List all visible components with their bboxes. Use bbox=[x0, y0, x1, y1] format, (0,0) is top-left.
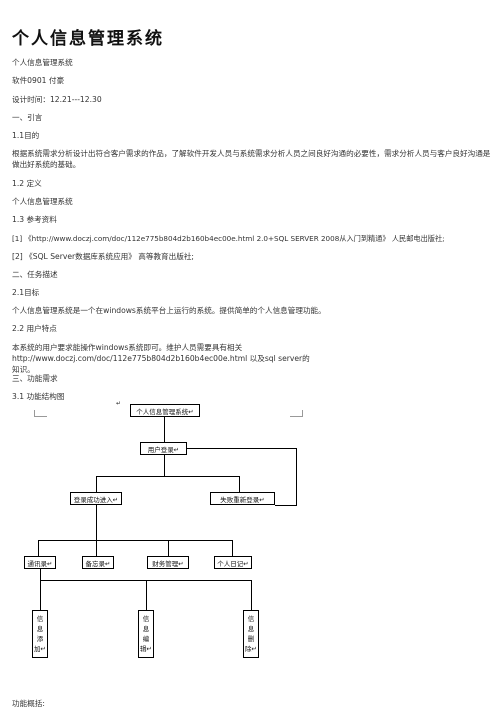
info-add-char: 信 bbox=[36, 615, 44, 623]
function-structure-diagram: ↵ 个人信息管理系统↵ 用户登录↵ 登录成功进入↵ 失败重新登录↵ 通讯录↵ 备… bbox=[20, 392, 310, 684]
doc-line-date: 设计时间：12.21---12.30 bbox=[12, 95, 102, 104]
subsection-heading-user: 2.2 用户特点 bbox=[12, 324, 57, 333]
connector bbox=[164, 417, 165, 442]
section-heading-task: 二、任务描述 bbox=[12, 270, 58, 279]
info-add-char: 息 bbox=[36, 625, 44, 633]
info-edit-char: 编 bbox=[142, 635, 150, 643]
subsection-heading-structure: 3.1 功能结构图 bbox=[12, 392, 65, 401]
connector bbox=[168, 540, 169, 556]
connector bbox=[38, 540, 233, 541]
paragraph-goal: 个人信息管理系统是一个在windows系统平台上运行的系统。提供简单的个人信息管… bbox=[12, 306, 326, 315]
info-add-char: 添 bbox=[36, 635, 44, 643]
diary-node: 个人日记↵ bbox=[214, 556, 252, 569]
document-title: 个人信息管理系统 bbox=[12, 29, 164, 49]
connector bbox=[232, 540, 233, 556]
connector bbox=[96, 505, 97, 540]
section-heading-function: 三、功能需求 bbox=[12, 374, 58, 383]
info-delete-char: 除↵ bbox=[245, 645, 257, 653]
subsection-heading-goal: 2.1目标 bbox=[12, 288, 40, 297]
connector bbox=[96, 476, 97, 492]
margin-corner-right bbox=[290, 410, 303, 417]
login-success-node: 登录成功进入↵ bbox=[70, 492, 122, 505]
subsection-heading-summary: 功能概括: bbox=[12, 699, 45, 708]
subsection-heading-definition: 1.2 定义 bbox=[12, 179, 42, 188]
info-edit-char: 信 bbox=[142, 615, 150, 623]
paragraph-purpose: 根据系统需求分析设计出符合客户需求的作品，了解软件开发人员与系统需求分析人员之间… bbox=[12, 149, 491, 169]
retry-connector bbox=[296, 448, 297, 505]
info-edit-node: 信 息 编 辑↵ bbox=[138, 610, 154, 658]
retry-connector bbox=[275, 505, 297, 506]
root-node: 个人信息管理系统↵ bbox=[130, 404, 200, 417]
subsection-heading-purpose: 1.1目的 bbox=[12, 131, 40, 140]
info-delete-char: 删 bbox=[247, 635, 255, 643]
subsection-heading-references: 1.3 参考资料 bbox=[12, 215, 57, 224]
login-node: 用户登录↵ bbox=[140, 442, 187, 455]
margin-corner-left bbox=[34, 410, 47, 417]
connector bbox=[96, 476, 240, 477]
connector bbox=[146, 580, 147, 610]
connector bbox=[239, 476, 240, 492]
contacts-node: 通讯录↵ bbox=[24, 556, 56, 569]
memo-node: 备忘录↵ bbox=[82, 556, 114, 569]
paragraph-marker: ↵ bbox=[116, 400, 122, 407]
connector bbox=[38, 540, 39, 556]
paragraph-user: 本系统的用户要求能操作windows系统即可。维护人员需要具有相关http://… bbox=[12, 343, 310, 374]
connector bbox=[164, 455, 165, 476]
connector bbox=[40, 580, 41, 610]
info-add-node: 信 息 添 加↵ bbox=[32, 610, 48, 658]
doc-line-subtitle: 个人信息管理系统 bbox=[12, 58, 73, 67]
connector bbox=[251, 580, 252, 610]
doc-line-author: 软件0901 付豪 bbox=[12, 76, 65, 85]
finance-node: 财务管理↵ bbox=[147, 556, 189, 569]
info-add-char: 加↵ bbox=[34, 645, 46, 653]
connector bbox=[96, 540, 97, 556]
info-edit-char: 辑↵ bbox=[140, 645, 152, 653]
retry-connector bbox=[187, 448, 297, 449]
paragraph-definition: 个人信息管理系统 bbox=[12, 197, 73, 206]
login-fail-node: 失败重新登录↵ bbox=[210, 492, 275, 505]
reference-item-1: [1] 《http://www.doczj.com/doc/112e775b80… bbox=[12, 234, 445, 243]
info-delete-char: 信 bbox=[247, 615, 255, 623]
reference-item-2: [2] 《SQL Server数据库系统应用》 高等教育出版社; bbox=[12, 252, 194, 261]
section-heading-intro: 一、引言 bbox=[12, 113, 43, 122]
info-delete-node: 信 息 删 除↵ bbox=[243, 610, 259, 658]
info-edit-char: 息 bbox=[142, 625, 150, 633]
connector bbox=[40, 569, 41, 580]
info-delete-char: 息 bbox=[247, 625, 255, 633]
